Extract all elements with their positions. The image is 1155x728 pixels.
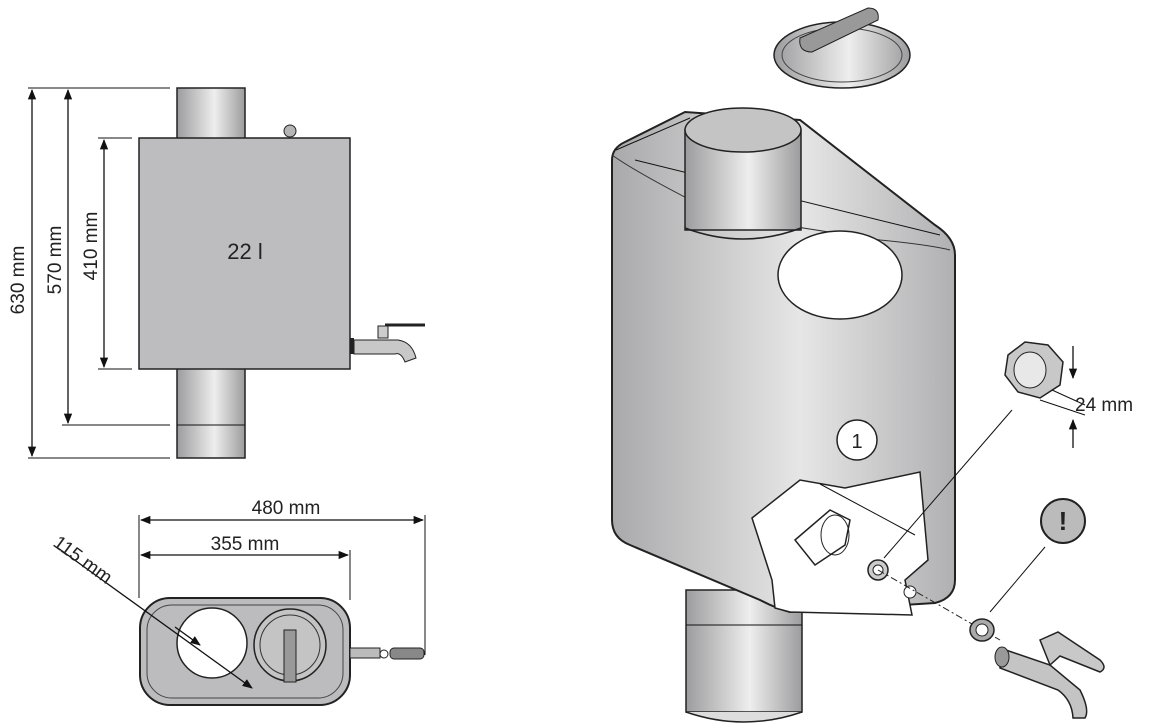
warning-symbol: ! [1059,506,1068,536]
hex-nut [1004,341,1064,399]
dim-630-label: 630 mm [8,246,29,315]
top-opening [777,230,903,320]
tank-knob [283,124,297,138]
tank-body [138,137,351,370]
top-view: 480 mm 355 mm 115 mm [49,498,426,706]
dim-line-115 [57,547,253,689]
water-tap [350,323,425,363]
volume-label: 22 l [227,239,262,264]
top-view-tap [349,647,425,660]
dim-410-label: 410 mm [81,212,102,281]
upper-pipe-3d [684,107,802,240]
water-tap-3d [994,631,1105,719]
dim-355-label: 355 mm [211,534,280,555]
dim-115-label: 115 mm [49,532,116,589]
nut-dim-label: 24 mm [1075,395,1133,416]
dim-570-label: 570 mm [45,226,66,295]
warning-icon [1040,498,1086,544]
flue-opening [176,607,248,679]
lid-handle [283,629,297,683]
callout-1 [836,419,878,461]
side-view: 22 l 630 mm 570 mm 410 mm [8,87,425,459]
lid-3d [773,7,911,89]
dim-480-label: 480 mm [252,498,321,519]
callout-1-label: 1 [851,431,862,453]
exploded-view: 1 24 mm ! [611,7,1133,723]
